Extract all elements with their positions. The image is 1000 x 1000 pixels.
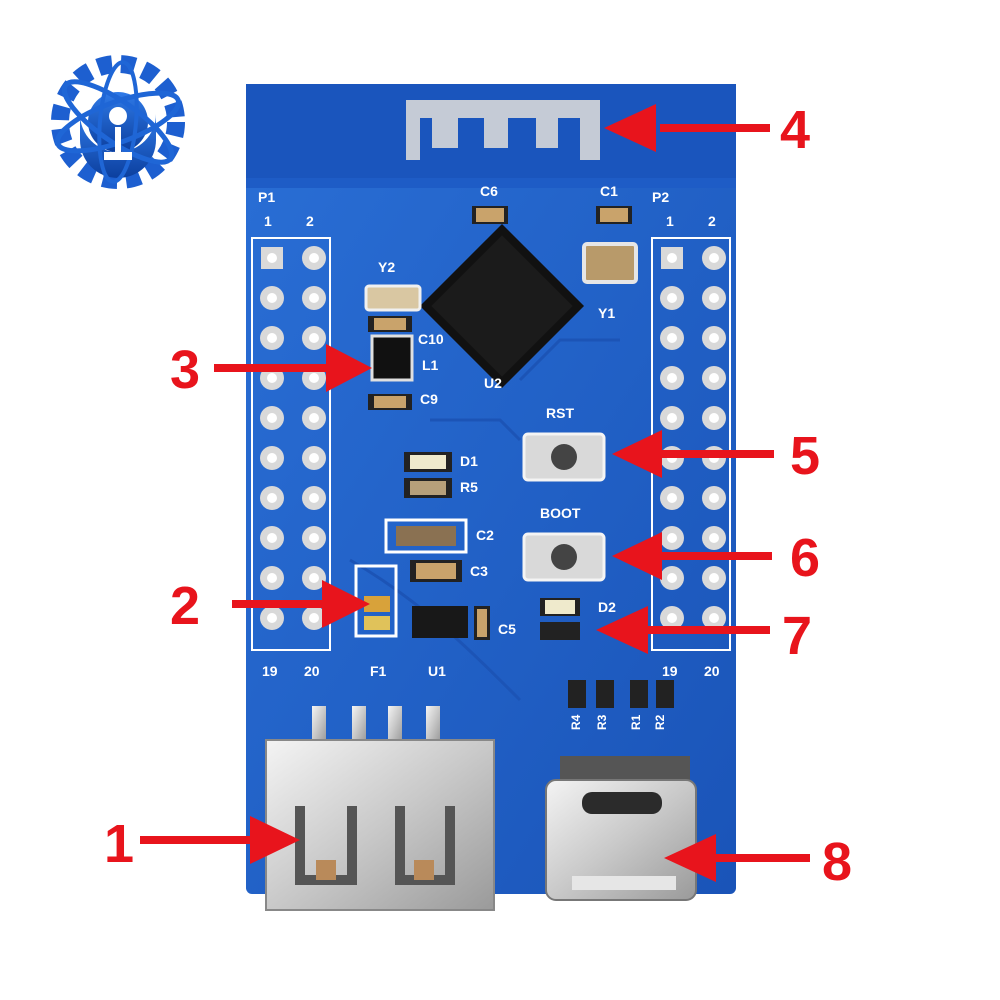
label-p1-pin19: 19 (262, 663, 278, 679)
header-p2 (651, 237, 731, 651)
header-pin-hole (667, 573, 677, 583)
label-r1: R1 (629, 714, 643, 730)
callout-7: 7 (782, 606, 812, 666)
callout-4: 4 (780, 100, 810, 160)
header-pin-hole (309, 373, 319, 383)
label-rst: RST (546, 405, 574, 421)
header-pin-hole (667, 333, 677, 343)
rst-button[interactable] (522, 432, 606, 482)
silkscreen-labels: P1 P2 1 2 1 2 19 20 19 20 C6 C1 Y2 Y1 U2… (258, 183, 720, 730)
header-pin-hole (309, 533, 319, 543)
label-y1: Y1 (598, 305, 615, 321)
header-pin-hole (709, 533, 719, 543)
label-y2: Y2 (378, 259, 395, 275)
header-pin-hole (267, 293, 277, 303)
label-p2-pin1: 1 (666, 213, 674, 229)
header-pin-hole (267, 533, 277, 543)
label-d1: D1 (460, 453, 478, 469)
header-pin-hole (709, 573, 719, 583)
header-pin-hole (709, 253, 719, 263)
label-d2: D2 (598, 599, 616, 615)
label-f1: F1 (370, 663, 387, 679)
header-pin-hole (267, 373, 277, 383)
pcb-antenna-trace (406, 100, 600, 160)
boot-button[interactable] (522, 532, 606, 582)
header-pin-hole (667, 533, 677, 543)
header-pin-hole (667, 613, 677, 623)
header-pin-hole (267, 333, 277, 343)
label-p2: P2 (652, 189, 669, 205)
smd-components (354, 206, 674, 708)
header-pin-hole (267, 413, 277, 423)
label-c2: C2 (476, 527, 494, 543)
callout-numbers: 1 2 3 4 5 6 7 8 (104, 100, 852, 892)
label-r3: R3 (595, 714, 609, 730)
label-u2: U2 (484, 375, 502, 391)
label-p1-pin2: 2 (306, 213, 314, 229)
label-p2-pin19: 19 (662, 663, 678, 679)
label-p1-pin1: 1 (264, 213, 272, 229)
label-c6: C6 (480, 183, 498, 199)
header-pin-hole (267, 613, 277, 623)
header-pin-hole (267, 453, 277, 463)
usb-a-connector (265, 706, 495, 911)
header-pin-hole (309, 293, 319, 303)
label-p2-pin2: 2 (708, 213, 716, 229)
label-c3: C3 (470, 563, 488, 579)
label-r5: R5 (460, 479, 478, 495)
label-p2-pin20: 20 (704, 663, 720, 679)
header-pin-hole (709, 493, 719, 503)
gear-atom-logo-icon (51, 55, 185, 189)
label-boot: BOOT (540, 505, 581, 521)
label-p1: P1 (258, 189, 275, 205)
header-pin-hole (667, 253, 677, 263)
header-pin-hole (667, 413, 677, 423)
label-c5: C5 (498, 621, 516, 637)
label-c1: C1 (600, 183, 618, 199)
header-pin-hole (267, 573, 277, 583)
label-u1: U1 (428, 663, 446, 679)
header-pin-hole (309, 613, 319, 623)
header-p1 (251, 237, 331, 651)
callout-8: 8 (822, 832, 852, 892)
header-pin-hole (709, 413, 719, 423)
header-pin-hole (667, 373, 677, 383)
header-pin-hole (309, 453, 319, 463)
header-pin-hole (309, 253, 319, 263)
header-pin-hole (709, 293, 719, 303)
label-c9: C9 (420, 391, 438, 407)
label-r4: R4 (569, 714, 583, 730)
label-l1: L1 (422, 357, 439, 373)
header-pin-hole (309, 573, 319, 583)
callout-2: 2 (170, 576, 200, 636)
crystal-y1 (582, 242, 638, 284)
label-r2: R2 (653, 714, 667, 730)
header-pin-hole (709, 613, 719, 623)
header-pin-hole (709, 373, 719, 383)
callout-1: 1 (104, 814, 134, 874)
header-pin-hole (667, 493, 677, 503)
header-pin-hole (709, 333, 719, 343)
header-pin-hole (309, 493, 319, 503)
header-pin-hole (267, 253, 277, 263)
callout-5: 5 (790, 426, 820, 486)
header-pin-hole (667, 293, 677, 303)
header-pin-hole (309, 333, 319, 343)
crystal-y2 (364, 284, 422, 312)
usb-c-connector (545, 756, 697, 901)
label-p1-pin20: 20 (304, 663, 320, 679)
callout-3: 3 (170, 340, 200, 400)
callout-6: 6 (790, 528, 820, 588)
callout-arrows (140, 104, 810, 882)
header-pin-hole (267, 493, 277, 503)
header-outline (251, 237, 331, 651)
label-c10: C10 (418, 331, 444, 347)
header-pin-hole (309, 413, 319, 423)
